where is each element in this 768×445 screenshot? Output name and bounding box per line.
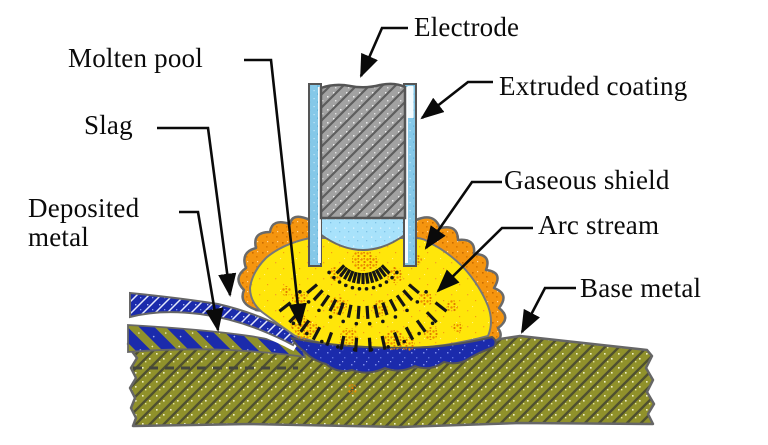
leader-base-metal	[520, 286, 576, 334]
leader-arc-stream	[436, 226, 533, 293]
label-deposited-metal-line2: metal	[28, 222, 89, 252]
leader-electrode	[359, 26, 408, 78]
electrode-core-shape	[319, 82, 407, 220]
electrode-assembly	[308, 82, 417, 267]
label-extruded-coating: Extruded coating	[499, 71, 688, 101]
label-arc-stream: Arc stream	[538, 210, 660, 240]
label-slag: Slag	[84, 110, 133, 140]
label-deposited-metal-line1: Deposited	[28, 193, 140, 223]
arc-dashes	[278, 264, 448, 352]
label-gaseous-shield: Gaseous shield	[504, 165, 670, 195]
leader-gaseous-shield	[424, 180, 502, 250]
label-electrode: Electrode	[414, 12, 520, 42]
leader-molten-pool	[244, 58, 307, 328]
leader-deposited-metal	[179, 210, 224, 333]
label-deposited-metal: Deposited metal	[28, 194, 139, 252]
label-base-metal: Base metal	[580, 273, 702, 303]
leader-extruded-coating	[420, 80, 493, 120]
label-molten-pool: Molten pool	[68, 43, 203, 73]
electrode-coating-shape	[308, 83, 417, 267]
leader-lines	[157, 26, 576, 334]
leader-slag	[157, 126, 237, 298]
